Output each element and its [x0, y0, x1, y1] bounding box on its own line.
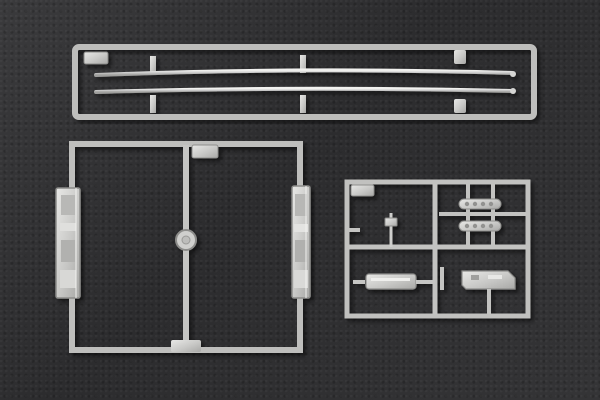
top-sprue-connector-2 [300, 55, 306, 73]
center-disc-hub [181, 235, 191, 245]
small-parts-sprue [344, 179, 531, 319]
cylinder-part [353, 273, 435, 290]
tall-sprue-bottom-gate [171, 340, 201, 352]
small-sprue-frame [344, 179, 531, 319]
left-track-part [55, 187, 81, 299]
top-sprue-frame [72, 44, 537, 120]
rod-end-lower [510, 88, 516, 94]
top-sprue-connector-4 [300, 95, 306, 113]
top-sprue-gate-right-upper [454, 50, 466, 64]
top-sprue-gate-right-lower [454, 99, 466, 113]
top-sprue-connector-1 [150, 56, 156, 74]
mini-wheel-strip-lower [458, 220, 502, 232]
small-antenna-part [384, 213, 398, 247]
box-part [461, 270, 516, 314]
top-sprue-tag [83, 51, 109, 65]
long-rod-upper [94, 68, 514, 77]
rectangular-tall-sprue [55, 141, 311, 353]
right-track-part [291, 185, 311, 299]
top-sprue-connector-3 [150, 95, 156, 113]
small-sprue-tag [350, 184, 375, 197]
top-rail-sprue [72, 44, 537, 120]
long-rod-lower [94, 86, 514, 94]
mini-wheel-strip-upper [458, 198, 502, 210]
rod-end-upper [510, 71, 516, 77]
tall-sprue-tag [191, 144, 219, 159]
